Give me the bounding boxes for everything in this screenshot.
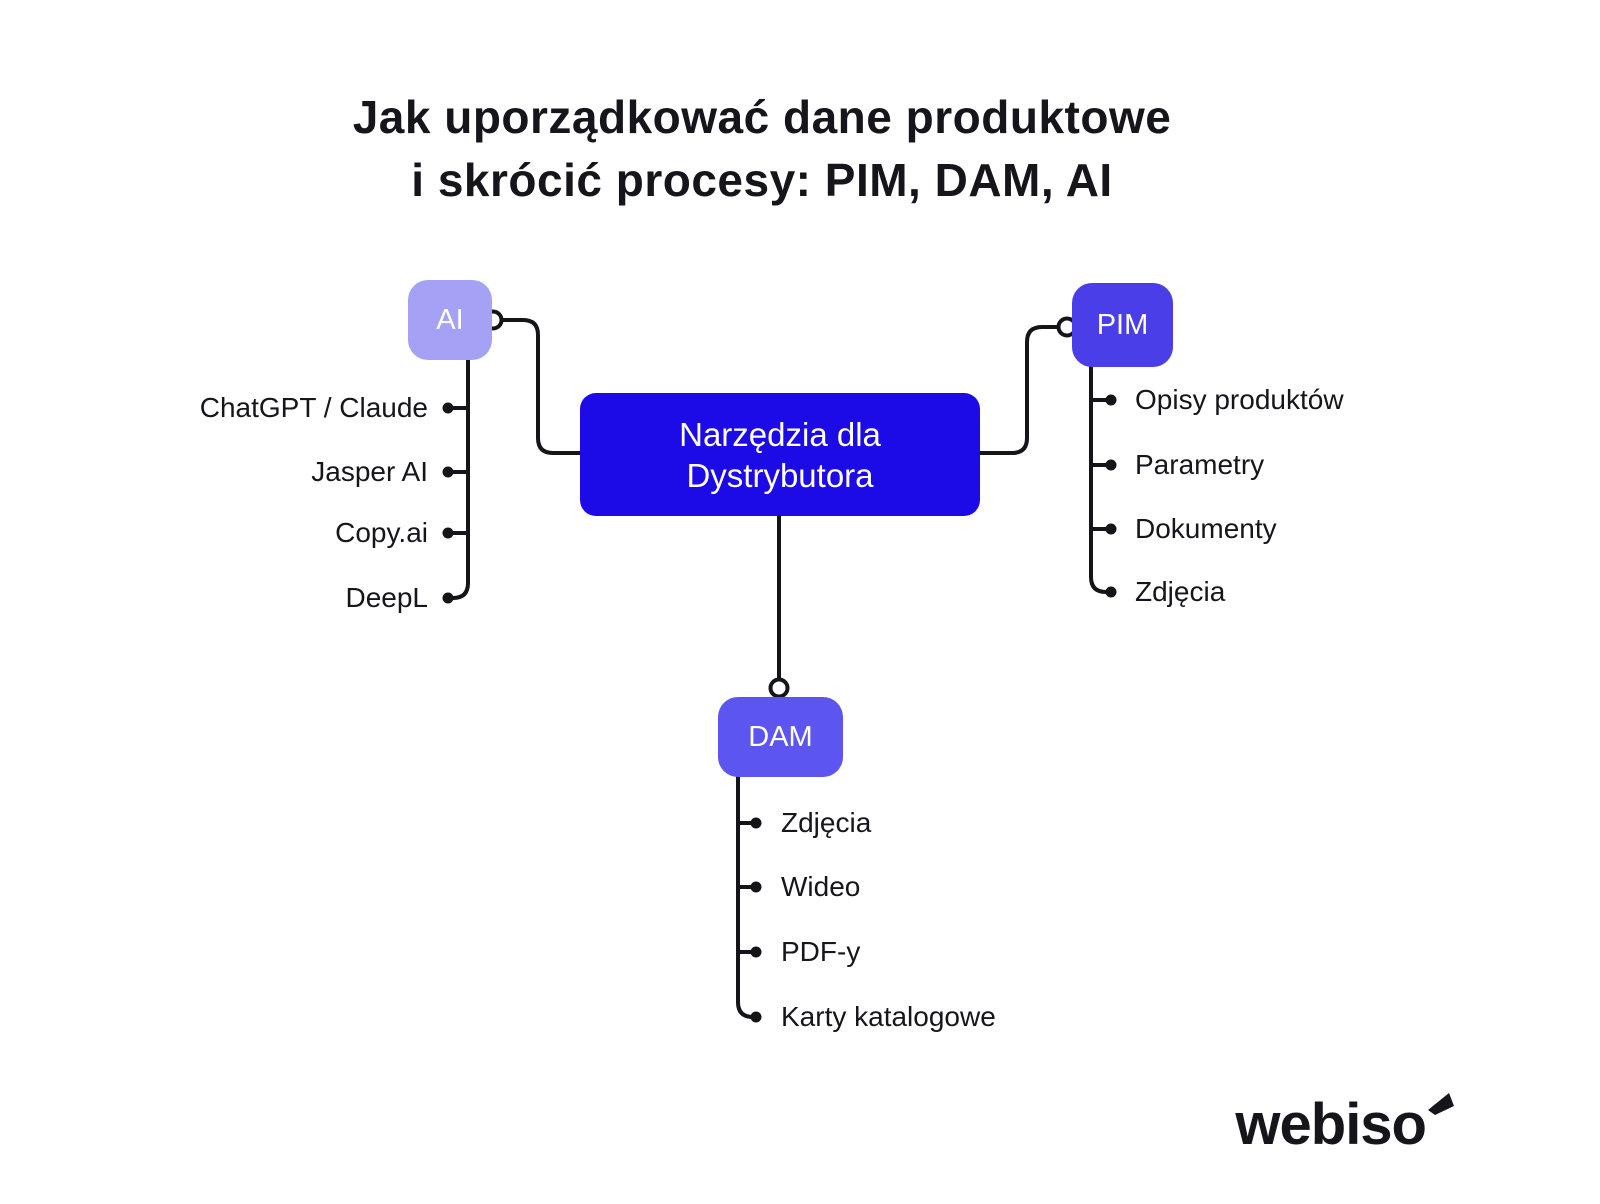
pim-item-bullet-icon: [1105, 394, 1117, 406]
webiso-logo-arrow-icon: [1428, 1093, 1454, 1115]
page-title: Jak uporządkować dane produktowe i skróc…: [0, 86, 1524, 212]
dam-item-label: PDF-y: [781, 936, 861, 967]
ai-item-label: DeepL: [345, 582, 428, 613]
node-central-label-line1: Narzędzia dla: [679, 415, 881, 453]
pim-item-label: Zdjęcia: [1135, 576, 1226, 607]
pim-item-bullet-icon: [1105, 523, 1117, 535]
connector-ai-center: [500, 318, 582, 455]
node-dam: DAM: [718, 697, 843, 777]
node-central-label-line2: Dystrybutora: [686, 456, 874, 494]
dam-item-label: Wideo: [781, 871, 861, 902]
dam-branch-spine: [736, 775, 756, 1019]
ai-item-bullet-icon: [442, 402, 454, 414]
pim-item-label: Opisy produktów: [1135, 384, 1344, 415]
page-title-line2: i skrócić procesy: PIM, DAM, AI: [411, 154, 1113, 206]
dam-item-label: Zdjęcia: [781, 807, 872, 838]
ai-item-label: ChatGPT / Claude: [199, 392, 428, 423]
page-title-line1: Jak uporządkować dane produktowe: [352, 91, 1172, 143]
pim-item-label: Dokumenty: [1135, 513, 1277, 544]
node-ai-label: AI: [436, 303, 464, 336]
connector-center-pim: [978, 325, 1060, 455]
ai-item-bullet-icon: [442, 466, 454, 478]
ai-branch-spine: [448, 358, 470, 600]
dam-port-icon: [768, 677, 790, 699]
ai-item-bullet-icon: [442, 527, 454, 539]
node-central: Narzędzia dla Dystrybutora: [580, 393, 980, 516]
dam-item-bullet-icon: [750, 817, 762, 829]
ai-item-label: Jasper AI: [311, 456, 428, 487]
ai-item-bullet-icon: [442, 592, 454, 604]
node-pim: PIM: [1072, 283, 1173, 367]
dam-item-bullet-icon: [750, 946, 762, 958]
pim-item-label: Parametry: [1135, 449, 1265, 480]
pim-item-bullet-icon: [1105, 459, 1117, 471]
node-ai: AI: [408, 280, 492, 360]
webiso-logo-text: webiso: [1235, 1092, 1427, 1157]
pim-item-bullet-icon: [1105, 586, 1117, 598]
dam-item-bullet-icon: [750, 1011, 762, 1023]
dam-item-label: Karty katalogowe: [781, 1001, 996, 1032]
dam-item-bullet-icon: [750, 881, 762, 893]
node-dam-label: DAM: [748, 720, 813, 753]
ai-item-label: Copy.ai: [335, 517, 428, 548]
webiso-logo: webiso: [1235, 1091, 1454, 1158]
node-pim-label: PIM: [1096, 308, 1149, 341]
